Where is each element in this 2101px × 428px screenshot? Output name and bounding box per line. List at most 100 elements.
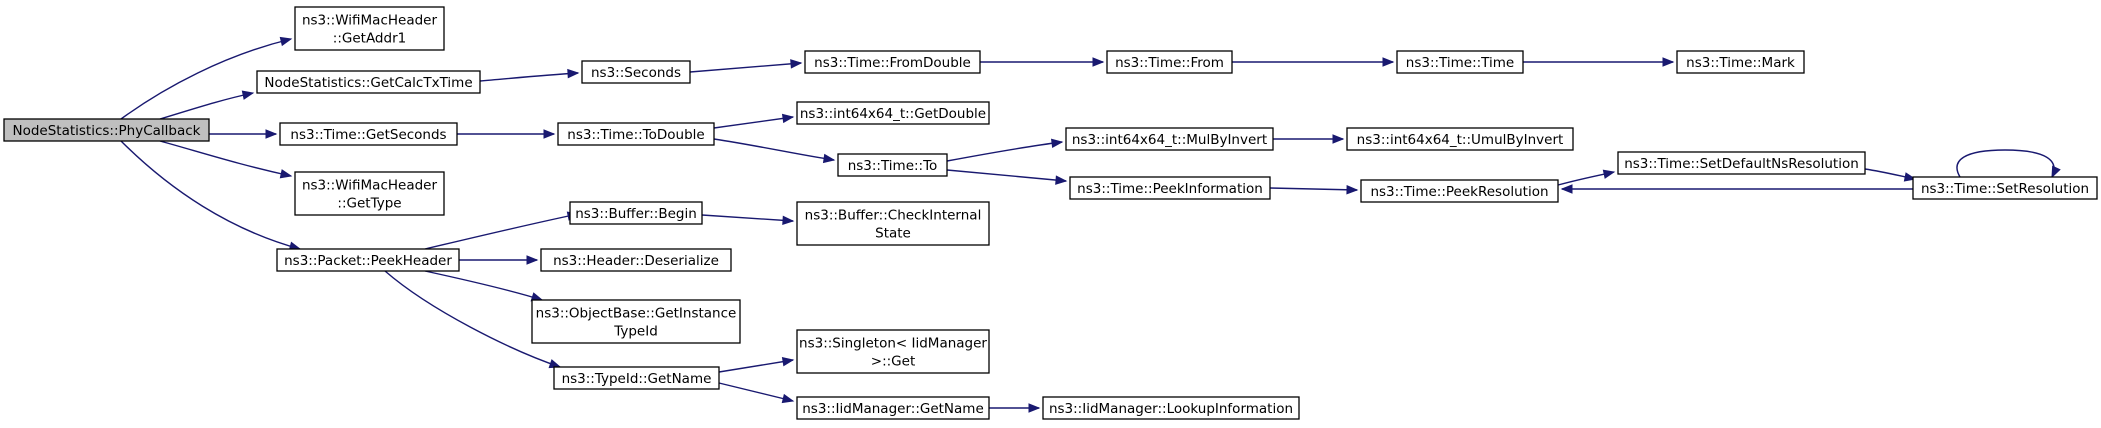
edge-line	[384, 270, 561, 368]
node-box	[279, 122, 458, 146]
node-label: ns3::Header::Deserialize	[553, 253, 719, 269]
node-box	[1065, 127, 1274, 151]
edge-n2-to-n6	[479, 68, 580, 82]
edge-n0-to-n5	[120, 140, 302, 251]
node-box	[837, 153, 948, 177]
node-label: ::GetType	[337, 196, 401, 212]
function-node[interactable]: ns3::Time::From	[1106, 50, 1233, 74]
function-node[interactable]: ns3::Singleton< IidManager >::Get	[796, 329, 990, 374]
arrowhead	[2051, 165, 2061, 179]
node-box	[1912, 176, 2098, 200]
edge-n5-to-n8	[424, 211, 580, 250]
function-node[interactable]: ns3::Buffer::Begin	[569, 201, 703, 225]
arrowhead	[781, 393, 795, 404]
node-box	[796, 329, 990, 374]
function-node[interactable]: ns3::IidManager::GetName	[796, 396, 990, 420]
function-node[interactable]: ns3::WifiMacHeader::GetType	[294, 171, 445, 216]
edge-n3-to-n7	[457, 129, 556, 139]
function-node[interactable]: ns3::int64x64_t::MulByInvert	[1065, 127, 1274, 151]
node-box	[1676, 50, 1805, 74]
arrowhead	[790, 59, 803, 69]
node-box	[1106, 50, 1233, 74]
function-node[interactable]: ns3::TypeId::GetName	[553, 366, 720, 390]
node-label: ns3::Buffer::Begin	[575, 206, 697, 222]
node-label: ns3::Time::GetSeconds	[290, 127, 446, 143]
node-box	[1346, 127, 1574, 151]
node-box	[3, 118, 210, 142]
node-label: NodeStatistics::PhyCallback	[12, 123, 200, 139]
edge-line	[120, 38, 292, 120]
function-node[interactable]: ns3::Time::To	[837, 153, 948, 177]
edge-line	[424, 270, 543, 301]
function-node[interactable]: ns3::Packet::PeekHeader	[276, 248, 460, 272]
node-label: NodeStatistics::GetCalcTxTime	[264, 75, 472, 91]
arrowhead	[1602, 169, 1616, 179]
function-node[interactable]: ns3::WifiMacHeader::GetAddr1	[294, 6, 445, 51]
edge-n22-to-n25	[1523, 57, 1675, 67]
edge-line	[689, 62, 802, 73]
node-box	[1617, 151, 1866, 175]
arrowhead	[279, 36, 293, 47]
edge-n7-to-n14	[713, 138, 836, 164]
node-label: ns3::Time::ToDouble	[567, 127, 704, 143]
node-label: ns3::TypeId::GetName	[562, 371, 712, 387]
function-node[interactable]: ns3::Header::Deserialize	[540, 248, 732, 272]
edge-n19-to-n23	[1273, 134, 1345, 144]
arrowhead	[781, 113, 795, 124]
edge-line	[946, 169, 1067, 182]
node-label: ns3::Time::To	[848, 158, 938, 174]
root-function-node[interactable]: NodeStatistics::PhyCallback	[3, 118, 210, 142]
node-label: State	[875, 226, 911, 242]
function-node[interactable]: ns3::Time::Mark	[1676, 50, 1805, 74]
edge-line	[479, 72, 579, 82]
node-box	[796, 396, 990, 420]
function-node[interactable]: ns3::int64x64_t::UmulByInvert	[1346, 127, 1574, 151]
node-label: ns3::int64x64_t::MulByInvert	[1072, 132, 1267, 148]
edge-line	[946, 141, 1063, 162]
node-box	[804, 50, 981, 74]
node-label: ::GetAddr1	[333, 31, 406, 47]
arrowhead	[1050, 138, 1064, 149]
edge-line	[1956, 149, 2055, 178]
function-node[interactable]: ns3::Time::ToDouble	[557, 122, 715, 146]
arrowhead	[781, 357, 795, 367]
arrowhead	[782, 215, 795, 226]
node-label: ns3::Time::SetDefaultNsResolution	[1624, 156, 1859, 172]
edge-line	[424, 213, 579, 250]
function-node[interactable]: ns3::Time::Time	[1396, 50, 1524, 74]
function-node[interactable]: ns3::Time::FromDouble	[804, 50, 981, 74]
function-node[interactable]: ns3::Time::SetDefaultNsResolution	[1617, 151, 1866, 175]
function-node[interactable]: ns3::IidManager::LookupInformation	[1042, 396, 1300, 420]
function-node[interactable]: ns3::Time::PeekInformation	[1069, 176, 1271, 200]
node-label: ns3::ObjectBase::GetInstance	[536, 306, 737, 322]
node-label: ns3::Time::PeekInformation	[1077, 181, 1263, 197]
node-label: ns3::Time::PeekResolution	[1370, 184, 1548, 200]
arrowhead	[1332, 134, 1345, 144]
edges-layer	[120, 36, 2061, 413]
function-node[interactable]: ns3::Time::SetResolution	[1912, 176, 2098, 200]
function-node[interactable]: ns3::int64x64_t::GetDouble	[796, 101, 990, 125]
node-box	[557, 122, 715, 146]
arrowhead	[1028, 403, 1041, 413]
edge-n0-to-n1	[120, 36, 293, 120]
node-label: ns3::IidManager::LookupInformation	[1049, 401, 1293, 417]
node-label: ns3::Time::FromDouble	[814, 55, 971, 71]
edge-n11-to-n17	[718, 382, 795, 404]
node-box	[276, 248, 460, 272]
function-node[interactable]: NodeStatistics::GetCalcTxTime	[256, 70, 481, 94]
node-box	[569, 201, 703, 225]
function-node[interactable]: ns3::Time::GetSeconds	[279, 122, 458, 146]
arrowhead	[822, 153, 836, 164]
function-node[interactable]: ns3::Seconds	[581, 60, 691, 84]
function-node[interactable]: ns3::Time::PeekResolution	[1360, 179, 1559, 203]
edge-n27-to-n27	[1956, 149, 2061, 179]
arrowhead	[526, 255, 539, 265]
node-label: ns3::WifiMacHeader	[302, 13, 438, 29]
edge-n27-to-n24	[1560, 184, 1913, 194]
edge-n0-to-n4	[159, 140, 293, 179]
edge-n0-to-n3	[209, 129, 278, 139]
node-label: ns3::Time::SetResolution	[1921, 181, 2089, 197]
node-label: TypeId	[613, 324, 658, 340]
